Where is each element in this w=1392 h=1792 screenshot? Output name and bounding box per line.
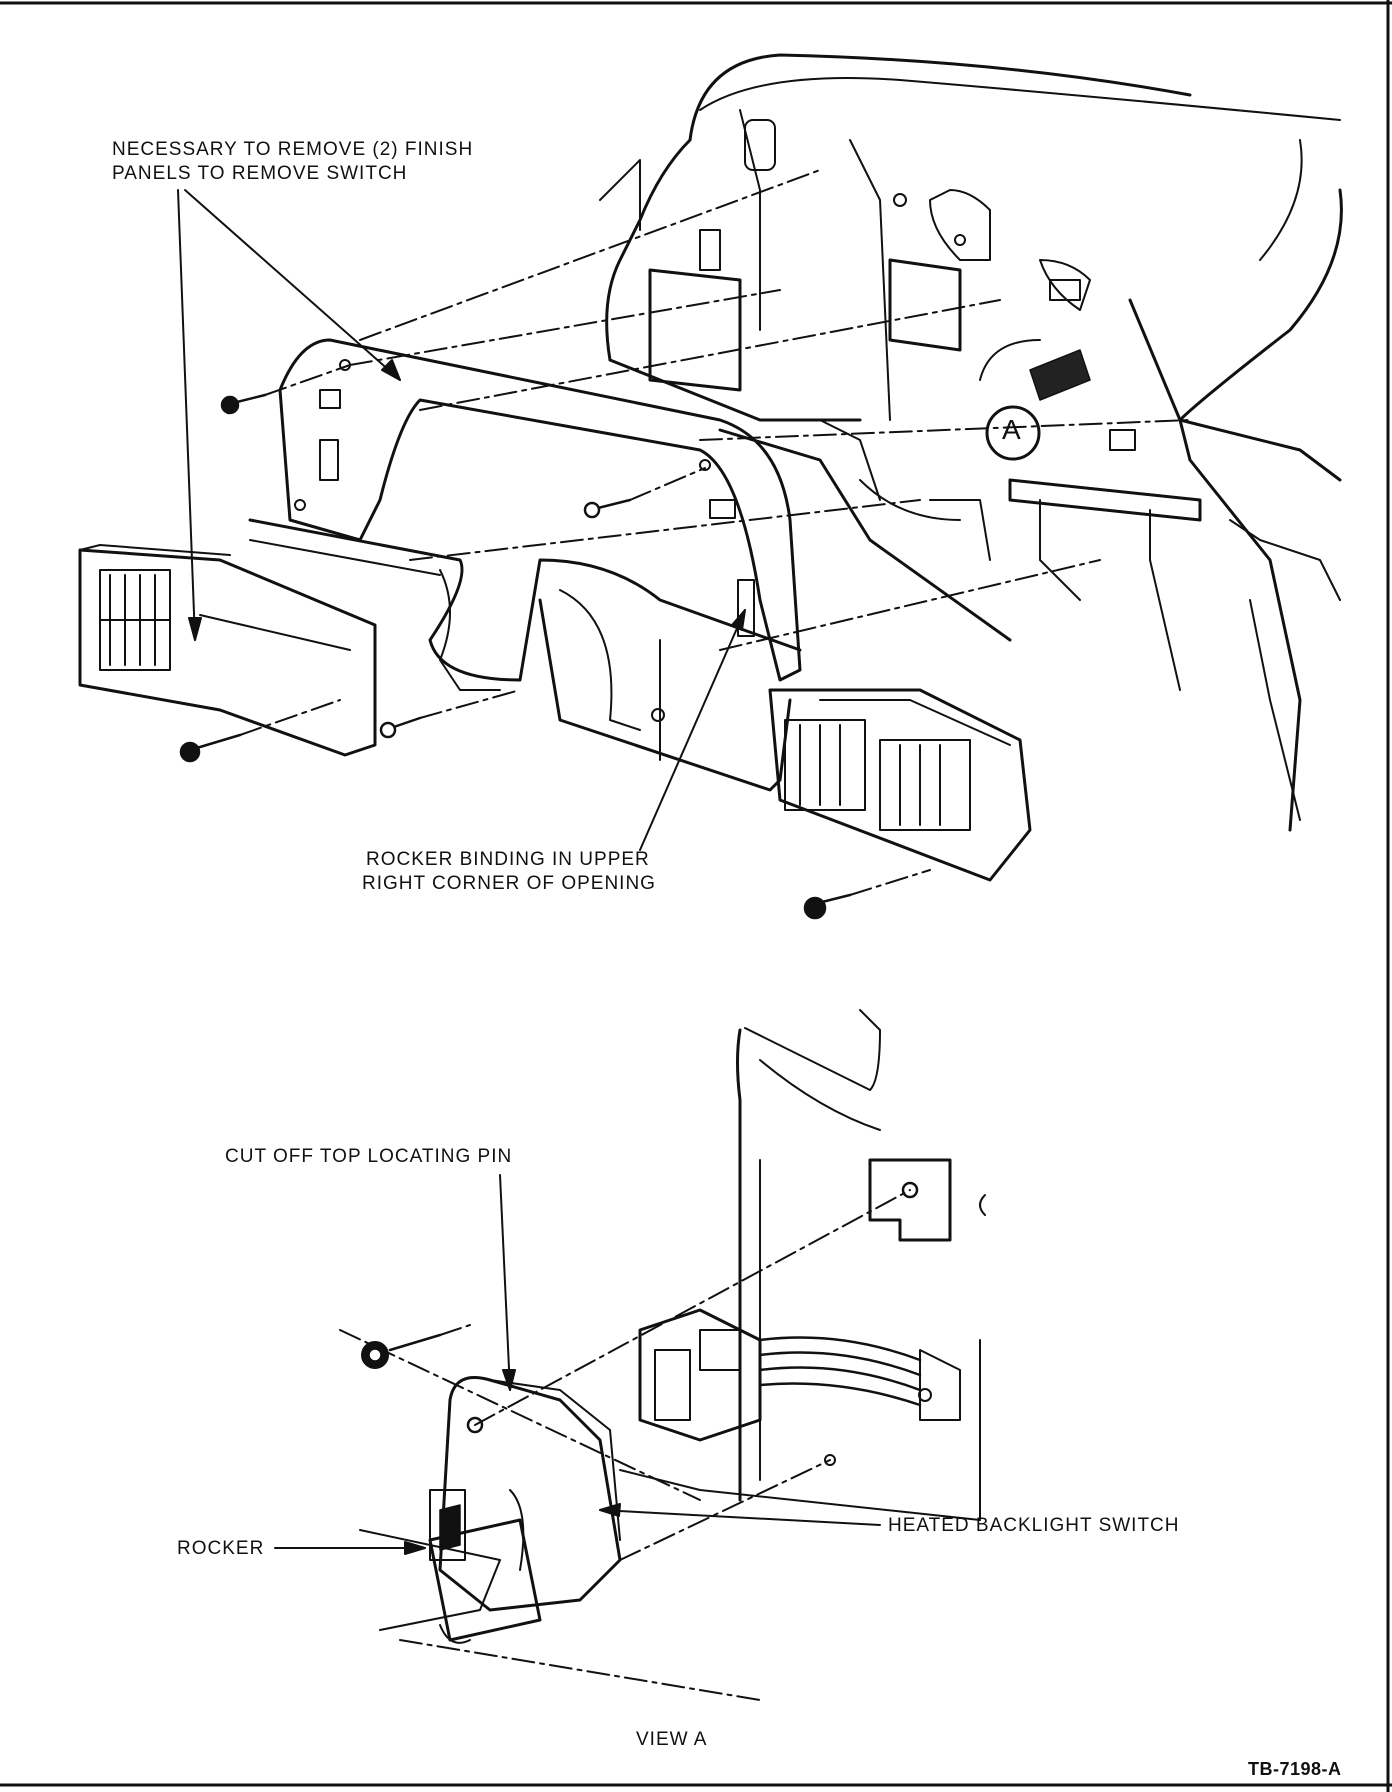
callout-a-circle: [985, 405, 1041, 461]
alignment-lines: [239, 169, 1191, 896]
cut-off-pin-label: CUT OFF TOP LOCATING PIN: [225, 1146, 513, 1167]
lower-finish-panel: [248, 518, 802, 792]
panel-screws: [179, 393, 852, 920]
instrument-panel-body: [599, 53, 1343, 832]
right-air-vent: [768, 688, 1032, 882]
finish-panels-note-line2: PANELS TO REMOVE SWITCH: [112, 163, 408, 184]
view-a-alignment-lines: [339, 1189, 911, 1701]
figure-id: TB-7198-A: [1248, 1759, 1342, 1779]
top-leader-lines: [177, 189, 746, 851]
rocker-binding-note-line2: RIGHT CORNER OF OPENING: [362, 873, 656, 894]
callout-a-letter: A: [1002, 414, 1021, 445]
rocker-label: ROCKER: [177, 1538, 265, 1559]
upper-finish-panel: [278, 338, 802, 682]
rocker-binding-note-line1: ROCKER BINDING IN UPPER: [366, 849, 650, 870]
heated-backlight-switch-label: HEATED BACKLIGHT SWITCH: [888, 1515, 1180, 1536]
view-a-assembly: [359, 1009, 986, 1644]
view-a-caption: VIEW A: [636, 1729, 708, 1750]
view-a-leader-lines: [274, 1174, 881, 1555]
left-air-vent: [78, 544, 377, 757]
finish-panels-note-line1: NECESSARY TO REMOVE (2) FINISH: [112, 139, 474, 160]
